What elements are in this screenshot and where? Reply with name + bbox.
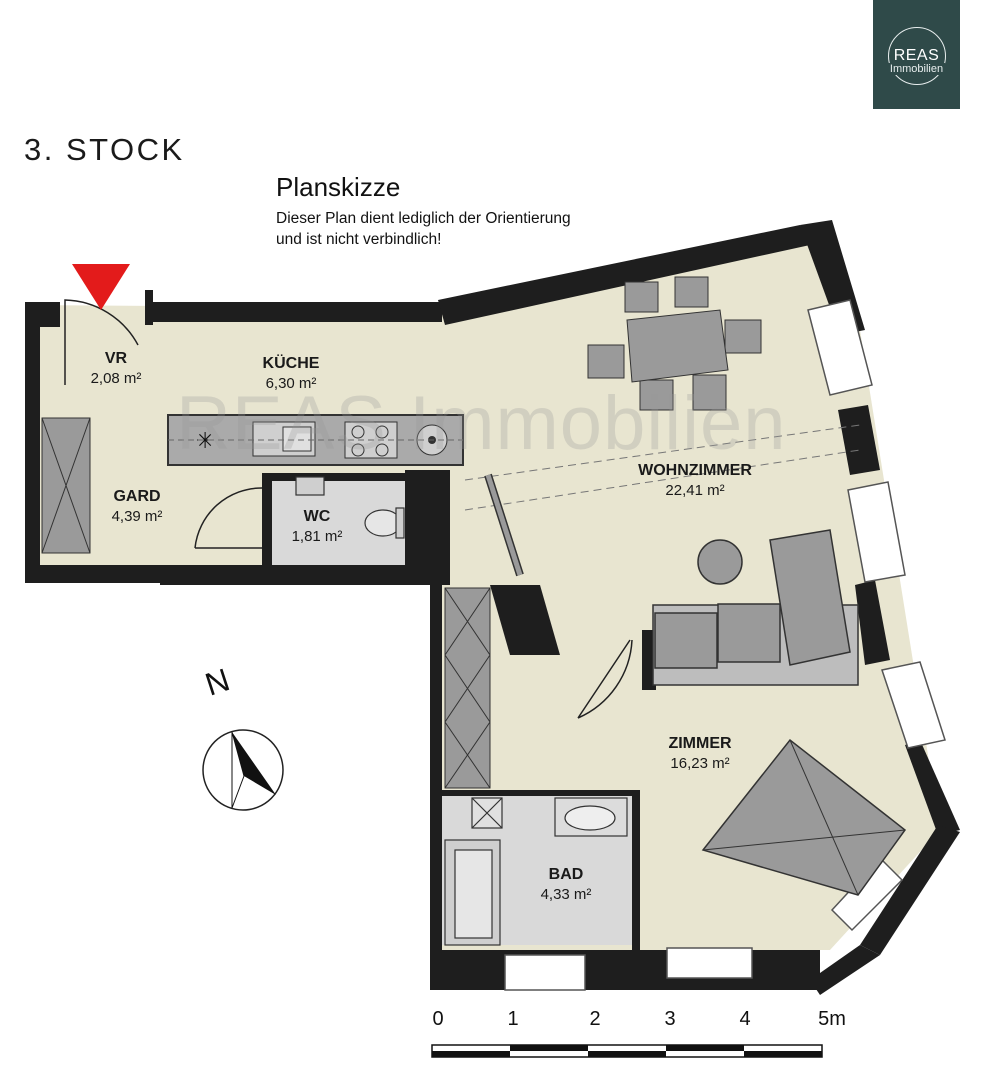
window-wohnzimmer-1	[807, 299, 873, 396]
window-wohnzimmer-2	[847, 481, 906, 583]
watermark: REAS Immobilien	[176, 381, 787, 466]
room-area: 2,08 m²	[90, 370, 142, 387]
brand-name: REAS	[887, 27, 946, 85]
door-gard	[194, 487, 263, 549]
doors	[64, 299, 633, 719]
room-name: VR	[104, 350, 128, 367]
room-name: ZIMMER	[668, 735, 732, 752]
dining-table	[587, 276, 762, 411]
room-name: KÜCHE	[262, 355, 320, 372]
window-zimmer-1	[881, 661, 946, 749]
door-entry	[64, 299, 139, 385]
compass-icon	[202, 729, 284, 811]
room-wohnzimmer: WOHNZIMMER 22,41 m²	[638, 462, 752, 499]
sofa	[652, 529, 859, 686]
scale-bar	[431, 1044, 823, 1058]
brand-logo: REAS Immobilien	[873, 0, 960, 109]
door-zimmer	[577, 639, 633, 719]
room-area: 4,33 m²	[540, 886, 592, 903]
room-area: 4,39 m²	[111, 508, 163, 525]
room-name: WC	[303, 508, 331, 525]
scale-label-2: 2	[589, 1008, 601, 1030]
room-bad: BAD 4,33 m²	[541, 866, 592, 903]
floor-label: 3. STOCK	[24, 132, 185, 167]
scale-label-1: 1	[507, 1008, 519, 1030]
scale-label-5: 5m	[818, 1008, 846, 1030]
disclaimer-line-2: und ist nicht verbindlich!	[276, 231, 442, 248]
closets	[41, 417, 491, 789]
scale-label-0: 0	[432, 1008, 444, 1030]
round-table	[697, 539, 743, 585]
room-area: 1,81 m²	[291, 528, 343, 545]
brand-sub: Immobilien	[887, 63, 946, 75]
dashed-lines	[464, 424, 861, 511]
window-zimmer-3	[666, 947, 753, 979]
room-name: WOHNZIMMER	[638, 462, 752, 479]
entrance-marker	[72, 264, 130, 310]
kitchen-counter: ✳	[167, 414, 464, 466]
scale-label-3: 3	[664, 1008, 676, 1030]
room-area: 6,30 m²	[265, 375, 317, 392]
bed	[701, 738, 907, 896]
plan-title: Planskizze	[276, 172, 401, 202]
room-kueche: KÜCHE 6,30 m²	[263, 355, 320, 392]
room-gard: GARD 4,39 m²	[112, 488, 163, 525]
room-area: 22,41 m²	[665, 482, 725, 499]
room-name: BAD	[548, 866, 584, 883]
room-zimmer: ZIMMER 16,23 m²	[668, 735, 731, 772]
disclaimer: Dieser Plan dient lediglich der Orientie…	[276, 208, 571, 250]
windows	[504, 299, 946, 991]
svg-text:✳: ✳	[196, 429, 214, 454]
window-bad	[504, 954, 586, 991]
room-vr: VR 2,08 m²	[91, 350, 142, 387]
wc-basin	[295, 476, 325, 496]
walls	[25, 220, 960, 995]
room-area: 16,23 m²	[670, 755, 730, 772]
room-wc: WC 1,81 m²	[292, 508, 343, 545]
scale-label-4: 4	[739, 1008, 751, 1030]
room-name: GARD	[113, 488, 161, 505]
disclaimer-line-1: Dieser Plan dient lediglich der Orientie…	[276, 210, 571, 227]
bathroom-fixtures	[295, 476, 628, 946]
